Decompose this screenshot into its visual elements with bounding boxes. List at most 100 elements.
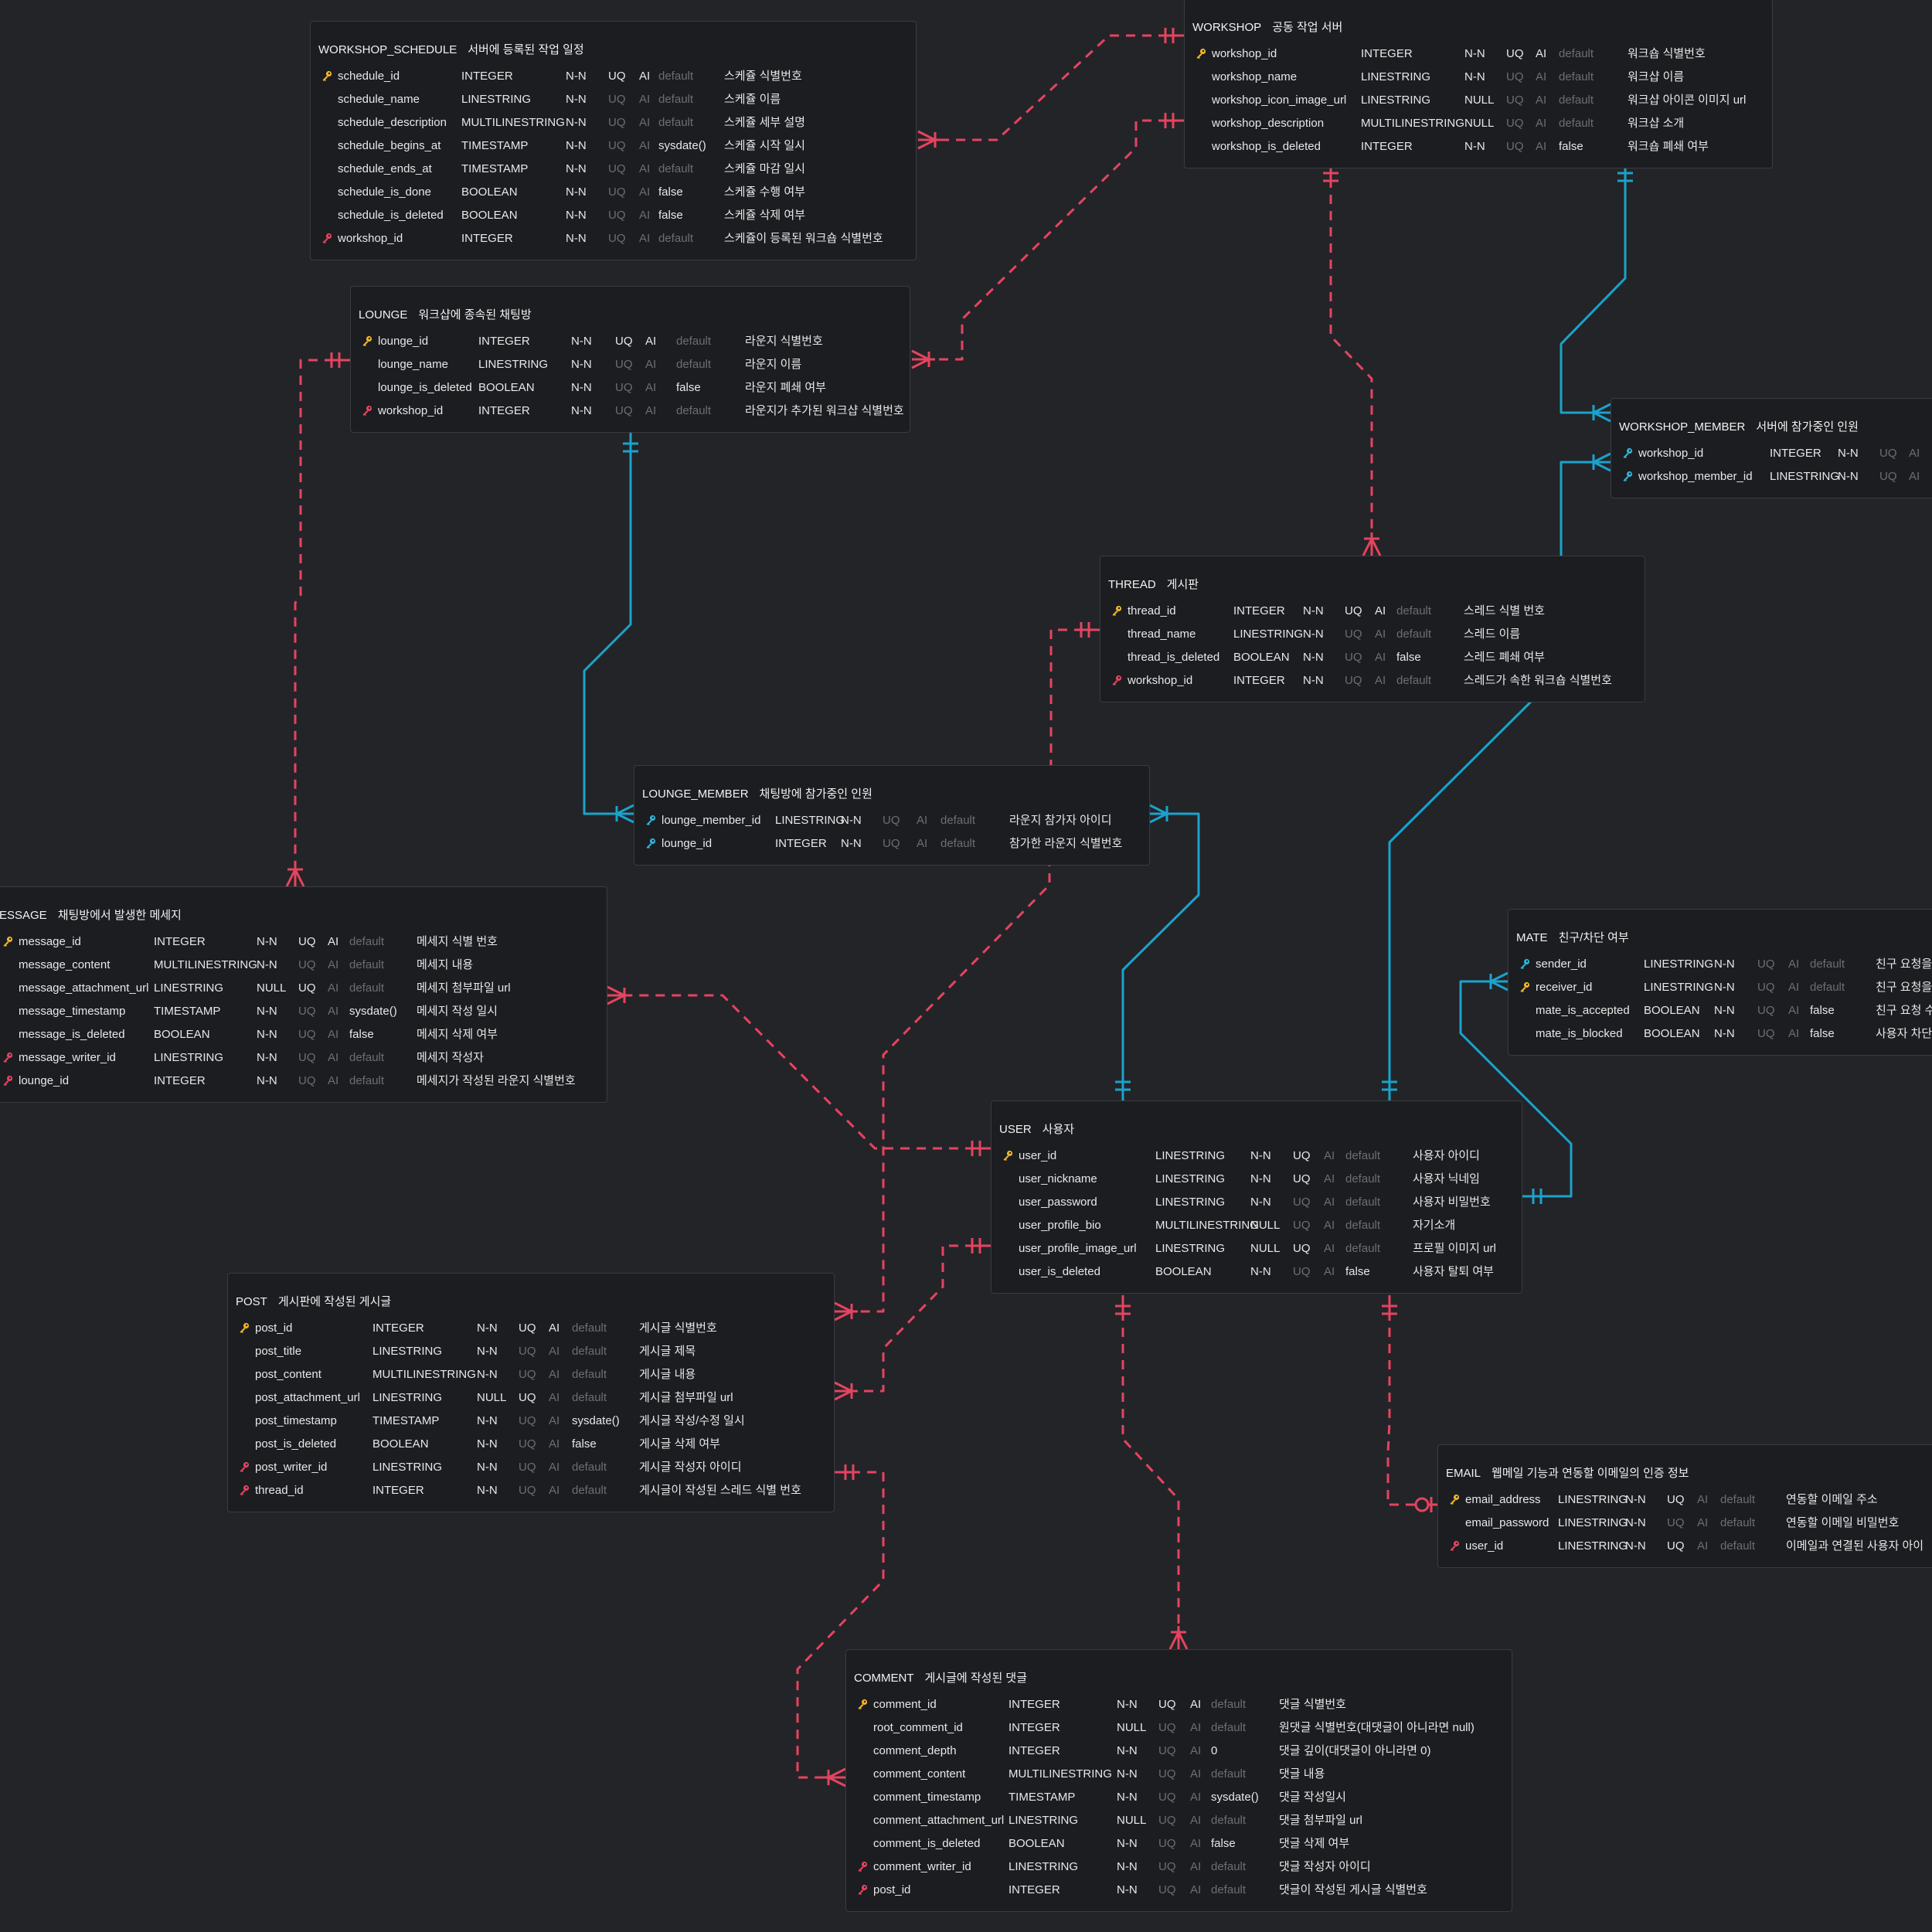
- relationship-user-email[interactable]: [1382, 1295, 1437, 1512]
- relationship-lounge-loungemember[interactable]: [583, 433, 638, 824]
- key-icon: [1516, 976, 1533, 999]
- column-unique: UQ: [1345, 628, 1362, 641]
- relationship-lounge-message[interactable]: [285, 352, 350, 887]
- key-icon: [359, 400, 376, 423]
- relationship-user-comment[interactable]: [1115, 1295, 1189, 1650]
- relationship-workshop-lounge[interactable]: [911, 113, 1184, 369]
- relationship-workshop-member[interactable]: [1560, 162, 1633, 423]
- column-type: INTEGER: [478, 404, 530, 417]
- column-name: receiver_id: [1536, 981, 1593, 994]
- column-type: INTEGER: [775, 837, 827, 850]
- relationship-post-comment[interactable]: [796, 1464, 885, 1787]
- relationship-workshop-thread[interactable]: [1323, 162, 1382, 556]
- relationship-thread-post[interactable]: [834, 622, 1100, 1321]
- column-unique: UQ: [298, 1028, 316, 1041]
- column-comment: 스케쥴 마감 일시: [724, 162, 805, 175]
- relationship-user-loungemember[interactable]: [1115, 804, 1200, 1100]
- table-comment: 게시판에 작성된 게시글: [277, 1295, 392, 1308]
- relationship-user-mate[interactable]: [1459, 971, 1573, 1204]
- relationship-workshop-schedule[interactable]: [917, 28, 1184, 150]
- relationship-user-post[interactable]: [834, 1238, 991, 1401]
- relationship-user-message[interactable]: [607, 985, 991, 1156]
- column-default: default: [1211, 1767, 1247, 1781]
- column-autoincrement: AI: [1190, 1721, 1202, 1734]
